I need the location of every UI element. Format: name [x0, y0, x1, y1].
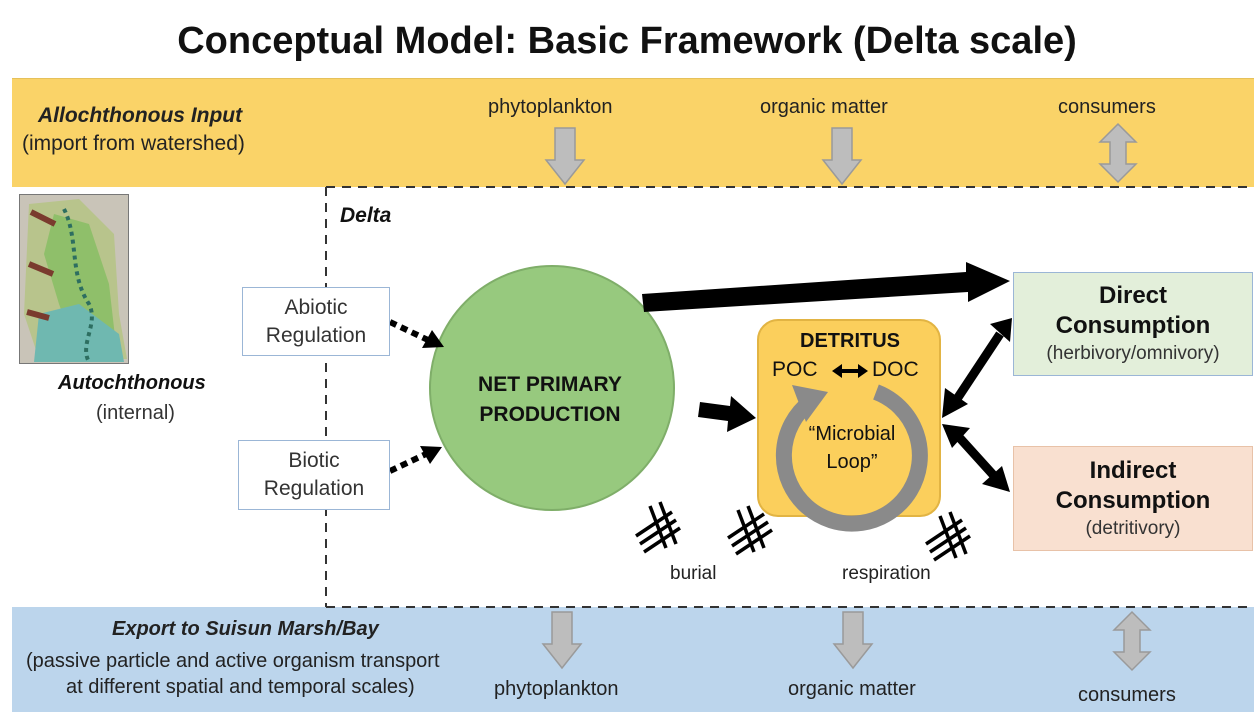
direct-consumption-title-2: Consumption	[1055, 312, 1211, 339]
input-flow-phytoplankton-label: phytoplankton	[488, 96, 613, 118]
export-flow-consumers-label: consumers	[1078, 684, 1176, 706]
allochthonous-heading: Allochthonous Input	[38, 104, 243, 127]
detritus-title: DETRITUS	[800, 330, 900, 352]
export-heading: Export to Suisun Marsh/Bay	[112, 618, 379, 640]
direct-consumption-title-1: Direct	[1098, 282, 1168, 309]
biotic-regulation-line-1: Biotic	[288, 449, 340, 472]
input-arrow-consumers	[1098, 122, 1138, 184]
export-flow-organic-matter-label: organic matter	[788, 678, 916, 700]
npp-label-line-1: NET PRIMARY	[478, 373, 622, 396]
npp-label: NET PRIMARY PRODUCTION	[430, 370, 670, 430]
indirect-consumption-title-2: Consumption	[1055, 486, 1211, 514]
indirect-consumption-box: Indirect Consumption (detritivory)	[1013, 446, 1253, 551]
detritus-direct-exchange-arrow	[942, 318, 1012, 418]
export-flow-phytoplankton-label: phytoplankton	[494, 678, 619, 700]
microbial-loop-line-2: Loop”	[826, 451, 878, 473]
respiration-label: respiration	[842, 563, 931, 584]
respiration-loss-mark	[925, 511, 971, 562]
abiotic-regulation-arrow	[388, 319, 444, 348]
export-arrow-consumers	[1112, 610, 1152, 672]
export-desc-line-2: at different spatial and temporal scales…	[66, 676, 415, 698]
biotic-regulation-arrow	[388, 446, 442, 474]
export-band	[12, 607, 1254, 712]
abiotic-regulation-line-1: Abiotic	[284, 295, 348, 319]
autochthonous-subheading: (internal)	[96, 402, 175, 424]
input-arrow-phytoplankton	[544, 127, 586, 186]
npp-burial-loss-mark	[635, 501, 681, 554]
allochthonous-subheading: (import from watershed)	[22, 132, 245, 155]
input-flow-consumers-label: consumers	[1058, 96, 1156, 118]
export-arrow-organic-matter	[832, 611, 874, 670]
detritus-burial-loss-mark	[727, 505, 773, 556]
delta-label: Delta	[340, 204, 392, 227]
microbial-loop-label: “Microbial Loop”	[782, 420, 922, 476]
npp-to-detritus-arrow	[698, 396, 756, 432]
allochthonous-input-band	[12, 78, 1254, 187]
delta-boundary	[325, 186, 1254, 608]
biotic-regulation-line-2: Regulation	[263, 477, 365, 500]
abiotic-regulation-box: Abiotic Regulation	[242, 287, 390, 356]
indirect-consumption-sub: (detritivory)	[1085, 517, 1181, 539]
delta-map-image	[19, 194, 129, 364]
direct-consumption-sub: (herbivory/omnivory)	[1046, 343, 1220, 364]
poc-doc-exchange-arrow	[832, 364, 868, 378]
biotic-regulation-box: Biotic Regulation	[238, 440, 390, 510]
export-arrow-phytoplankton	[541, 611, 583, 670]
npp-to-direct-arrow	[642, 262, 1010, 312]
doc-label: DOC	[872, 358, 919, 381]
diagram-title: Conceptual Model: Basic Framework (Delta…	[177, 20, 1077, 62]
indirect-consumption-title-1: Indirect	[1089, 456, 1177, 484]
autochthonous-heading: Autochthonous	[58, 372, 206, 394]
abiotic-regulation-line-2: Regulation	[265, 323, 367, 347]
npp-label-line-2: PRODUCTION	[479, 403, 621, 426]
detritus-indirect-exchange-arrow	[942, 424, 1010, 492]
poc-label: POC	[772, 358, 818, 381]
export-desc-line-1: (passive particle and active organism tr…	[26, 650, 440, 672]
input-flow-organic-matter-label: organic matter	[760, 96, 888, 118]
burial-label: burial	[670, 563, 717, 584]
microbial-loop-arrow-icon	[775, 384, 928, 532]
microbial-loop-line-1: “Microbial	[808, 423, 896, 445]
direct-consumption-box: Direct Consumption (herbivory/omnivory)	[1013, 272, 1253, 376]
npp-circle	[429, 265, 675, 511]
input-arrow-organic-matter	[821, 127, 863, 186]
